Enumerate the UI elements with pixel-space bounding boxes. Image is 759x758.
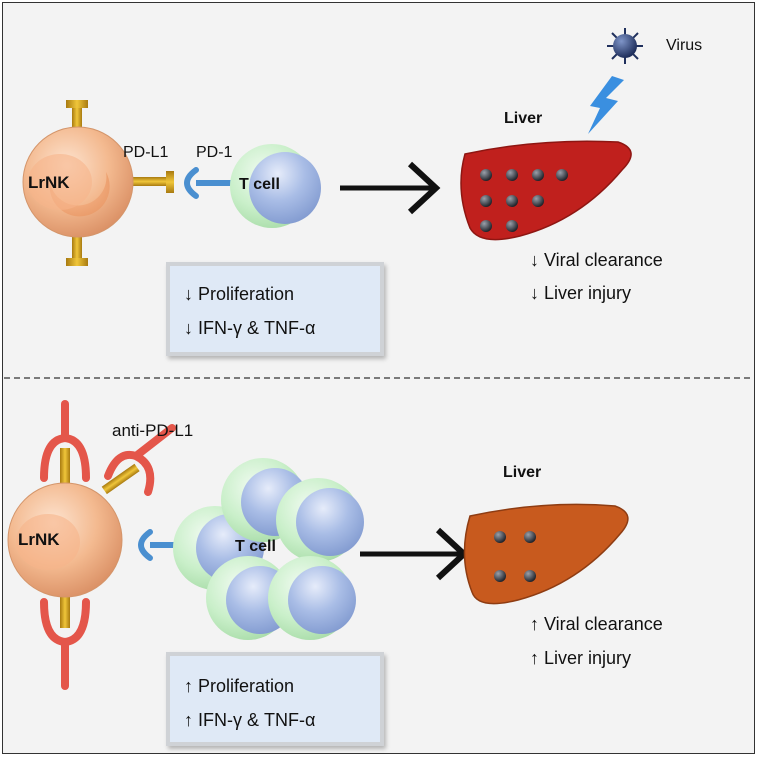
anti-pdl1-antibodies — [40, 400, 176, 690]
virus-label: Virus — [666, 37, 703, 54]
anti-pdl1-label: anti-PD-L1 — [112, 421, 194, 440]
top-lrnk-cell — [22, 126, 134, 238]
bottom-lrnk-receptors — [60, 448, 140, 628]
top-effects-box: ↓ Proliferation ↓ IFN-γ & TNF-α — [166, 262, 384, 356]
top-liver-label: Liver — [504, 110, 543, 127]
bottom-liver — [463, 503, 629, 605]
bottom-tcell-label: T cell — [235, 538, 276, 555]
pdl1-label: PD-L1 — [123, 144, 169, 161]
bottom-pd1-receptor — [138, 529, 186, 561]
pd1-label: PD-1 — [196, 144, 233, 161]
bottom-box-row-cytokines: ↑ IFN-γ & TNF-α — [184, 710, 316, 730]
top-box-row-proliferation: ↓ Proliferation — [184, 284, 295, 304]
top-effect-liver-injury: ↓ Liver injury — [530, 283, 632, 303]
bottom-tcell-cluster — [173, 458, 364, 640]
virus-icon — [607, 28, 643, 64]
top-tcell — [230, 144, 321, 228]
bottom-effect-liver-injury: ↑ Liver injury — [530, 648, 632, 668]
top-lrnk-receptors — [66, 100, 174, 266]
bottom-effects-box: ↑ Proliferation ↑ IFN-γ & TNF-α — [166, 652, 384, 746]
bottom-lrnk-label: LrNK — [18, 530, 60, 549]
bottom-arrow — [360, 527, 469, 581]
top-arrow — [340, 161, 441, 215]
top-effect-viral-clearance: ↓ Viral clearance — [530, 250, 663, 270]
top-lrnk-label: LrNK — [28, 173, 70, 192]
top-liver — [460, 140, 632, 241]
bottom-box-row-proliferation: ↑ Proliferation — [184, 676, 295, 696]
top-pd1-receptor — [184, 167, 236, 199]
top-tcell-label: T cell — [239, 176, 280, 193]
top-box-row-cytokines: ↓ IFN-γ & TNF-α — [184, 318, 316, 338]
bottom-liver-label: Liver — [503, 464, 542, 481]
bottom-effect-viral-clearance: ↑ Viral clearance — [530, 614, 663, 634]
lightning-icon — [588, 76, 624, 134]
bottom-lrnk-cell — [7, 482, 123, 598]
